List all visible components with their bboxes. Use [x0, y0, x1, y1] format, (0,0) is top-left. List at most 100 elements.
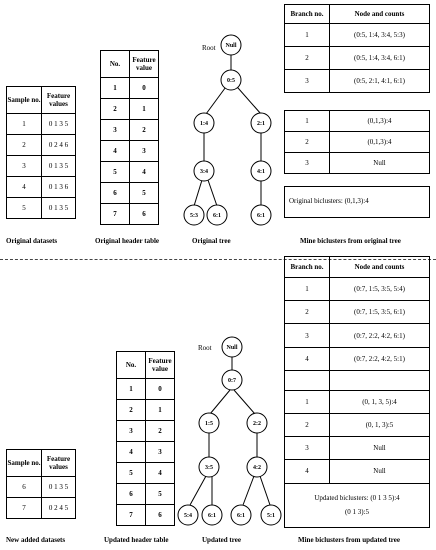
table-cell: 1 — [100, 77, 130, 99]
node-label: 5:1 — [267, 513, 275, 519]
table-cell: 2 — [145, 420, 175, 442]
node-label: 5:4 — [184, 513, 192, 519]
table-cell: (0:5, 1:4, 3:4, 5:3) — [329, 23, 430, 47]
table-cell: 1 — [6, 113, 42, 135]
updated-mine-table: Branch no. Node and counts 1(0:7, 1:5, 3… — [284, 255, 430, 529]
spacer-cell — [329, 369, 430, 391]
node-label: 1:4 — [200, 121, 208, 127]
table-cell: 2 — [100, 98, 130, 120]
original-branch-table: Branch no. Node and counts 1(0:5, 1:4, 3… — [284, 4, 430, 93]
node-label: Null — [226, 345, 237, 351]
col-header-branch-no: Branch no. — [284, 4, 330, 24]
table-cell: Null — [329, 459, 430, 484]
node-label: 6:1 — [257, 213, 265, 219]
original-biclusters-box — [284, 186, 430, 218]
node-label: 3:4 — [200, 169, 208, 175]
tree-node — [221, 369, 243, 391]
table-cell: 3 — [100, 119, 130, 141]
table-cell: (0:5, 1:4, 3:4, 6:1) — [329, 46, 430, 70]
updated-biclusters-cell: Updated biclusters: (0 1 3 5):4 (0 1 3):… — [284, 482, 430, 529]
updated-tree: Root Null 0:7 1:5 2:2 3:5 4:2 5:4 6:1 6:… — [177, 336, 282, 526]
table-cell: (0:7, 2:2, 4:2, 6:1) — [329, 323, 430, 348]
caption-mine-updated: Mine biclusters from updated tree — [298, 536, 401, 544]
node-label: 6:1 — [237, 513, 245, 519]
table-cell: 5 — [116, 462, 146, 484]
table-cell: 3 — [284, 323, 330, 348]
table-cell: 6 — [100, 182, 130, 204]
table-cell: 0 — [145, 378, 175, 400]
table-cell: (0,1,3):4 — [329, 110, 430, 132]
table-cell: 0 1 3 5 — [41, 476, 76, 498]
table-cell: 2 — [6, 134, 42, 156]
original-tree: Root Null 0:5 1:4 2:1 3:4 4:1 5:3 6:1 6:… — [183, 34, 272, 226]
col-header-sample-no: Sample no. — [6, 449, 42, 477]
node-label: 2:2 — [253, 421, 261, 427]
table-cell: 4 — [284, 346, 330, 371]
col-header-branch-no: Branch no. — [284, 255, 330, 279]
caption-original-tree: Original tree — [192, 237, 231, 245]
tree-node — [193, 160, 215, 182]
node-label: 3:5 — [205, 465, 213, 471]
table-cell: 2 — [284, 131, 330, 153]
table-cell: 4 — [284, 459, 330, 484]
table-cell: (0:7, 1:5, 3:5, 5:4) — [329, 277, 430, 302]
table-cell: (0,1,3):4 — [329, 131, 430, 153]
tree-node — [250, 204, 272, 226]
table-cell: 0 1 3 5 — [41, 155, 76, 177]
node-label: 4:1 — [257, 169, 265, 175]
table-cell: (0:7, 2:2, 4:2, 5:1) — [329, 346, 430, 371]
table-cell: (0:5, 2:1, 4:1, 6:1) — [329, 69, 430, 93]
tree-node — [246, 456, 268, 478]
table-cell: 5 — [100, 161, 130, 183]
table-cell: 3 — [6, 155, 42, 177]
col-header-feature-values: Feature values — [41, 449, 76, 477]
table-cell: 0 1 3 5 — [41, 197, 76, 219]
table-cell: 5 — [129, 182, 159, 204]
table-cell: (0:7, 1:5, 3:5, 6:1) — [329, 300, 430, 325]
caption-original-datasets: Original datasets — [6, 237, 58, 245]
table-cell: 1 — [284, 277, 330, 302]
table-cell: 2 — [284, 413, 330, 438]
col-header-sample-no: Sample no. — [6, 86, 42, 114]
table-cell: 1 — [284, 110, 330, 132]
table-cell: 5 — [6, 197, 42, 219]
tree-node — [220, 34, 242, 56]
tree-node — [201, 504, 223, 526]
node-label: 1:5 — [205, 421, 213, 427]
root-label: Root — [202, 44, 216, 52]
table-cell: 1 — [284, 389, 330, 415]
table-cell: 3 — [284, 436, 330, 461]
caption-mine-original: Mine biclusters from original tree — [300, 237, 401, 245]
tree-node — [193, 112, 215, 134]
updated-biclusters-line2: (0 1 3):5 — [344, 508, 370, 517]
node-label: 4:2 — [253, 465, 261, 471]
caption-original-header-table: Original header table — [95, 237, 160, 245]
root-label: Root — [198, 344, 212, 352]
tree-node — [177, 504, 199, 526]
table-cell: Null — [329, 436, 430, 461]
table-cell: 3 — [284, 69, 330, 93]
table-cell: 7 — [116, 504, 146, 526]
table-cell: 6 — [116, 483, 146, 505]
table-cell: 2 — [284, 46, 330, 70]
table-cell: 1 — [116, 378, 146, 400]
original-biclusters-text: Original biclusters: (0,1,3):4 — [289, 197, 369, 205]
table-cell: 2 — [129, 119, 159, 141]
table-cell: 7 — [100, 203, 130, 225]
tree-node — [198, 456, 220, 478]
table-cell: 0 2 4 6 — [41, 134, 76, 156]
table-cell: 6 — [145, 504, 175, 526]
table-cell: 4 — [116, 441, 146, 463]
node-label: 6:1 — [208, 513, 216, 519]
table-cell: (0, 1, 3, 5):4 — [329, 389, 430, 415]
node-label: 6:1 — [213, 213, 221, 219]
table-cell: (0, 1, 3):5 — [329, 413, 430, 438]
table-cell: 3 — [116, 420, 146, 442]
tree-node — [230, 504, 252, 526]
tree-node — [246, 412, 268, 434]
table-cell: 5 — [145, 483, 175, 505]
